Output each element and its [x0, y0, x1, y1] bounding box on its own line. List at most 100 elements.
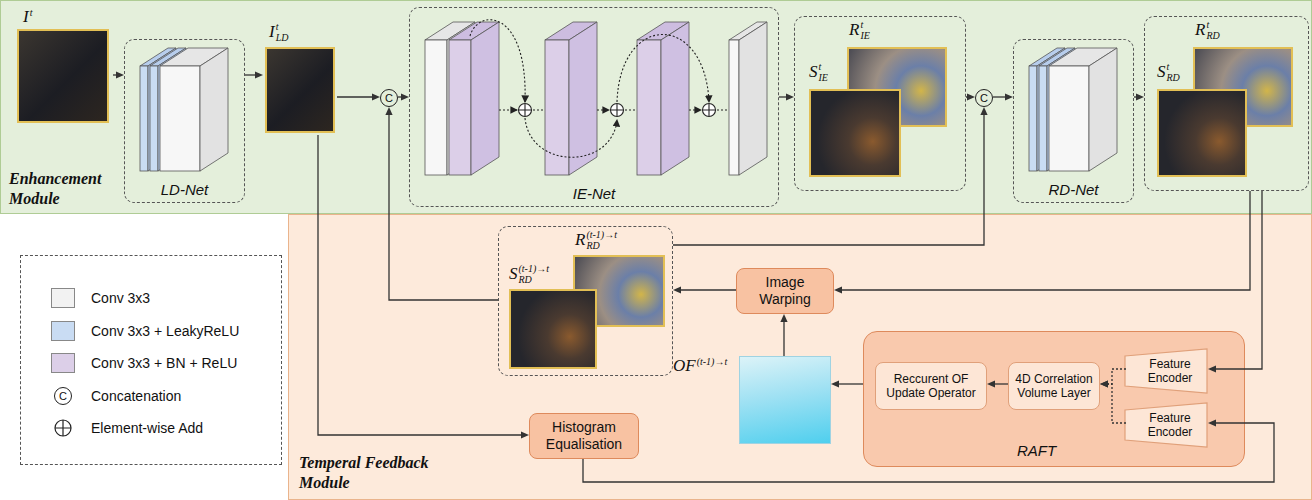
- process-box: Reccurent OF Update Operator: [875, 362, 987, 410]
- arrow-head: [385, 107, 392, 115]
- arrow-head: [1208, 419, 1216, 426]
- connector: [673, 286, 736, 293]
- index-stack: (t-1)→tRD: [586, 229, 617, 251]
- trapezoid-shape: [1125, 403, 1207, 447]
- connector: [337, 93, 380, 100]
- legend-text-wrap: Element-wise Add: [91, 419, 203, 437]
- connector: [245, 71, 263, 78]
- superscript: t: [30, 7, 33, 18]
- output-group: RtIEStIE: [794, 16, 966, 191]
- subscript: IE: [860, 30, 869, 41]
- superscript: t: [276, 21, 289, 32]
- subscript: RD: [519, 274, 550, 285]
- image-node: ItLD: [263, 21, 337, 135]
- connector-line: [1215, 191, 1262, 369]
- legend-text: Conv 3x3: [91, 290, 150, 306]
- symbol-letter: R: [1195, 20, 1205, 40]
- connector: [385, 107, 498, 300]
- subscript: RD: [586, 240, 617, 251]
- connector-line: [993, 96, 1006, 97]
- connector: [1208, 191, 1262, 373]
- net-title-wrap: RD-Net: [1014, 181, 1133, 199]
- connector-line: [113, 74, 117, 75]
- index-stack: tIE: [819, 61, 828, 83]
- subscript: LD: [276, 32, 289, 43]
- symbol-label: RtRD: [1195, 19, 1220, 41]
- network-name: IE-Net: [573, 185, 616, 202]
- connector: [966, 93, 975, 100]
- connector: [1134, 93, 1144, 100]
- index-stack: t: [30, 7, 33, 18]
- connector: [318, 135, 529, 439]
- module-band: Enhancement ModuleItLD-NetItLDCIE-NetRtI…: [0, 0, 1312, 214]
- symbol-label: It: [23, 7, 32, 27]
- connector: [987, 380, 1008, 387]
- arrow-head: [255, 71, 263, 78]
- frame-image: [1157, 89, 1247, 177]
- connector-line: [318, 135, 522, 435]
- legend-swatch: [51, 353, 75, 373]
- index-stack: tRD: [1206, 19, 1219, 41]
- index-stack: tLD: [276, 21, 289, 43]
- band-title-wrap: Temperal Feedback Module: [299, 453, 464, 493]
- superscript: t: [1206, 19, 1219, 30]
- connector: [834, 191, 1250, 294]
- concat-node: C: [975, 89, 993, 107]
- connector-line: [398, 96, 402, 97]
- superscript: (t-1)→t: [586, 229, 617, 240]
- connector-line: [245, 74, 256, 75]
- index-stack: (t-1)→tRD: [519, 263, 550, 285]
- connector: [1100, 380, 1126, 423]
- raft-title-wrap: RAFT: [1017, 442, 1056, 460]
- module-band: Temperal Feedback ModuleR(t-1)→tRDS(t-1)…: [288, 214, 1312, 500]
- arrow-head: [834, 286, 842, 293]
- box-label: 4D Correlation Volume Layer: [1014, 372, 1094, 401]
- arrow-head: [780, 314, 787, 322]
- flow-image: OF(t-1)→t: [673, 356, 831, 444]
- arrow-head: [673, 286, 681, 293]
- legend-swatch: [51, 321, 75, 341]
- superscript: t: [860, 19, 869, 30]
- symbol-label: ItLD: [269, 21, 288, 43]
- connector-line: [673, 114, 984, 245]
- add-symbols: [519, 104, 716, 117]
- raft-title: RAFT: [1017, 442, 1056, 459]
- superscript: t: [819, 61, 828, 72]
- index-stack: tIE: [860, 19, 869, 41]
- index-stack: (t-1)→t: [697, 356, 728, 367]
- subscript: RD: [1167, 72, 1180, 83]
- connector-line: [779, 96, 787, 97]
- box-label: Image Warping: [742, 274, 828, 308]
- arrow-head: [401, 93, 409, 100]
- process-box: Histogram Equalisation: [529, 413, 639, 459]
- connector: [398, 93, 409, 100]
- connector-line: [994, 383, 1008, 384]
- arrow-head: [967, 93, 975, 100]
- superscript: (t-1)→t: [519, 263, 550, 274]
- legend-concat-symbol: C: [54, 387, 72, 405]
- arrow-head: [980, 107, 987, 115]
- network-block: IE-Net: [409, 7, 779, 207]
- legend-text: Element-wise Add: [91, 420, 203, 436]
- connector-line: [838, 383, 863, 384]
- legend-add-symbol: [53, 418, 73, 438]
- network-block: RD-Net: [1013, 39, 1134, 203]
- arrow-head: [1005, 93, 1013, 100]
- frame-image: [265, 47, 335, 133]
- process-box: Image Warping: [736, 268, 834, 314]
- raft-block: RAFT Reccurent OF Update Operator 4D Corre…: [863, 331, 1245, 467]
- symbol-label: RtIE: [849, 19, 870, 41]
- connector: [583, 419, 1274, 482]
- legend-text: Concatenation: [91, 388, 181, 404]
- index-stack: tRD: [1167, 61, 1180, 83]
- symbol-letter: OF: [673, 356, 696, 376]
- concat-letter: C: [59, 390, 67, 402]
- box-label: Reccurent OF Update Operator: [881, 372, 981, 401]
- arrow-head: [1136, 93, 1144, 100]
- legend-text: Conv 3x3 + BN + ReLU: [91, 355, 237, 371]
- process-box: 4D Correlation Volume Layer: [1008, 362, 1100, 410]
- arrow-head: [1100, 380, 1108, 387]
- legend-text-wrap: Concatenation: [91, 387, 181, 405]
- arrow-head: [1208, 365, 1216, 372]
- module-title: Enhancement Module: [9, 169, 121, 209]
